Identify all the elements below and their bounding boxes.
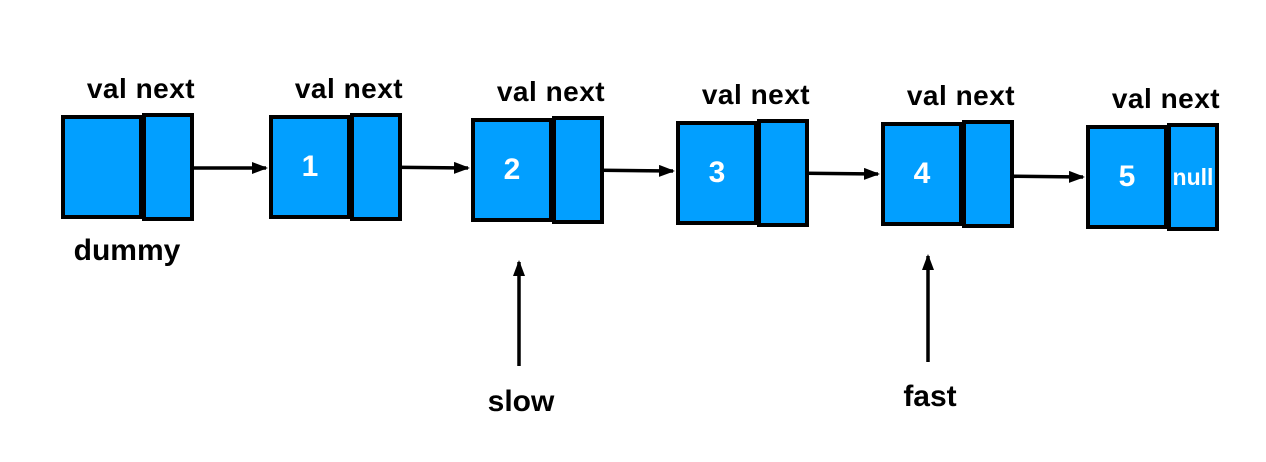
- fast-pointer-label: fast: [903, 380, 957, 413]
- next-box: null: [1167, 123, 1219, 231]
- list-node-5: val next 5 null: [1086, 83, 1220, 231]
- next-box: [962, 120, 1014, 228]
- node-value: 5: [1118, 160, 1136, 193]
- list-node-2: val next 2: [471, 76, 605, 224]
- node-field-labels: val next: [1111, 83, 1221, 114]
- val-box: 2: [471, 118, 553, 222]
- node-field-labels: val next: [294, 73, 404, 104]
- val-box: 5: [1086, 125, 1168, 229]
- next-value: null: [1172, 163, 1214, 190]
- list-node-dummy: val next dummy: [61, 73, 195, 267]
- dummy-label: dummy: [73, 234, 181, 267]
- node-field-labels: val next: [701, 79, 811, 110]
- next-box: [757, 119, 809, 227]
- val-box: 1: [269, 115, 351, 219]
- val-box: 4: [881, 122, 963, 226]
- next-box: [142, 113, 194, 221]
- node-value: 2: [503, 153, 521, 186]
- list-node-1: val next 1: [269, 73, 403, 221]
- node-value: 3: [708, 156, 726, 189]
- node-field-labels: val next: [86, 73, 196, 104]
- list-node-4: val next 4: [881, 80, 1015, 228]
- next-box: [552, 116, 604, 224]
- val-box: [61, 115, 143, 219]
- val-box: 3: [676, 121, 758, 225]
- next-box: [350, 113, 402, 221]
- node-value: 4: [913, 157, 931, 190]
- node-field-labels: val next: [496, 76, 606, 107]
- list-node-3: val next 3: [676, 79, 810, 227]
- slow-pointer-label: slow: [487, 385, 555, 418]
- node-value: 1: [301, 150, 319, 183]
- node-field-labels: val next: [906, 80, 1016, 111]
